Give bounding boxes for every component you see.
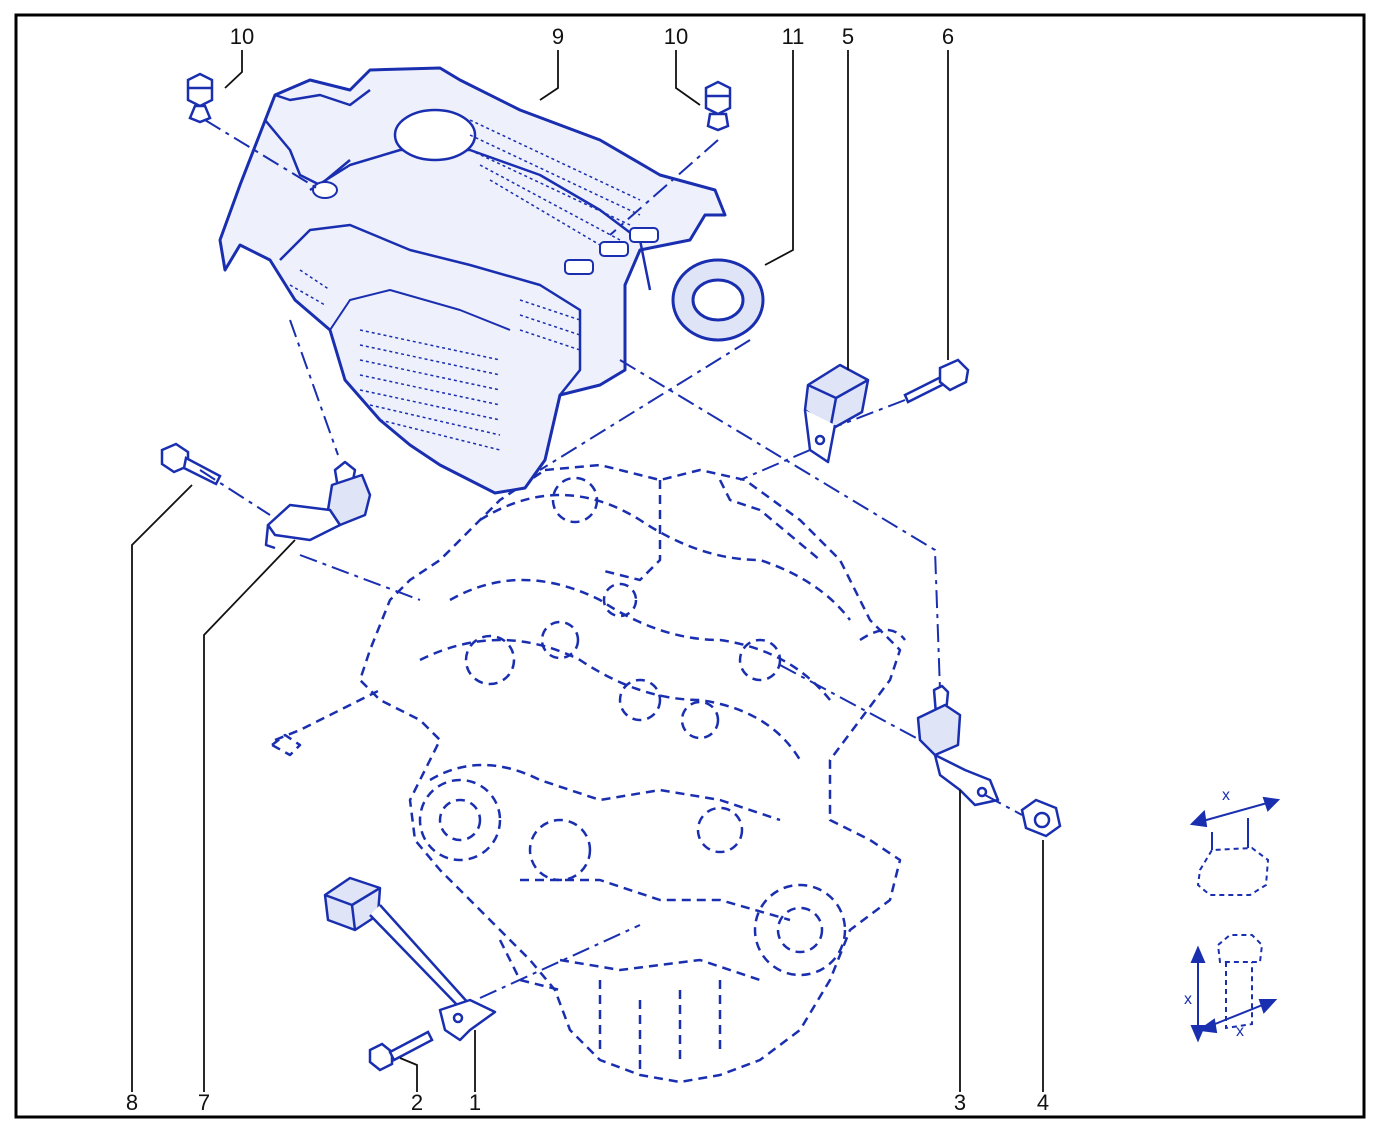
nut-part-10-left: [186, 72, 214, 124]
bolt-size-symbol: [1190, 934, 1278, 1043]
mount-part-3: [916, 684, 1000, 807]
nut-part-4: [1020, 798, 1062, 838]
callout-11: 11: [782, 24, 805, 49]
diagram-frame: [14, 13, 1366, 1119]
bolt-length-label: x: [1184, 991, 1192, 1008]
nut-dimension-label: x: [1222, 787, 1230, 804]
bracket-part-7: [264, 460, 372, 550]
bolt-diameter-label: x: [1236, 1023, 1244, 1040]
nut-part-10-right: [704, 80, 732, 132]
grommet-part-11: [671, 258, 765, 342]
callout-9: 9: [552, 24, 564, 49]
callout-3: 3: [954, 1090, 966, 1115]
callout-4: 4: [1037, 1090, 1049, 1115]
callout-1: 1: [469, 1090, 481, 1115]
callout-5: 5: [842, 24, 854, 49]
callout-6: 6: [942, 24, 954, 49]
nut-size-symbol: [1189, 796, 1281, 896]
assembly-center-lines: [199, 119, 1023, 999]
callout-10-left: 10: [230, 24, 254, 49]
bracket-part-1: [323, 876, 497, 1042]
leader-lines: [131, 50, 1044, 1092]
callout-8: 8: [126, 1090, 138, 1115]
bolt-part-6: [903, 358, 970, 404]
engine-block-outline: [270, 463, 906, 1084]
bracket-part-5: [803, 363, 870, 464]
engine-cover: [218, 66, 727, 495]
callout-10-right: 10: [664, 24, 688, 49]
callout-7: 7: [198, 1090, 210, 1115]
bolt-part-2: [368, 1030, 434, 1072]
callout-2: 2: [411, 1090, 423, 1115]
